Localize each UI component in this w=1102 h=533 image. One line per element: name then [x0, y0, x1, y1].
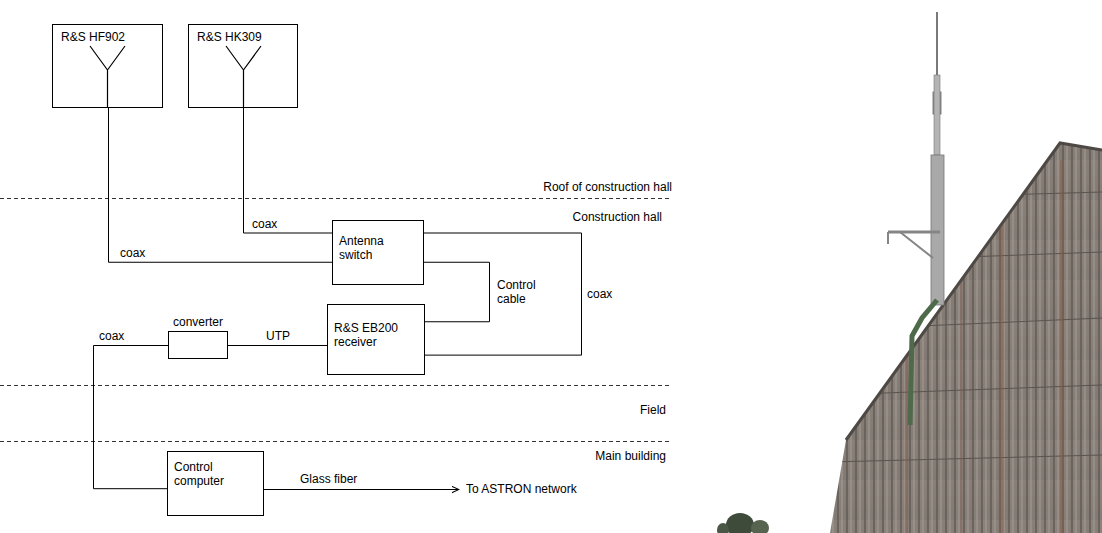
building-wall: [830, 143, 1102, 533]
computer-box: Control computer: [167, 451, 264, 516]
cable-line: [244, 108, 333, 233]
zone-label: Field: [640, 403, 666, 417]
converter-box: converter: [168, 331, 228, 359]
box-label: R&S EB200 receiver: [334, 321, 406, 350]
cable-label: Glass fiber: [300, 472, 357, 486]
rust-streak: [1000, 200, 1004, 533]
cable-line: [94, 346, 169, 489]
mast-crossarm: [888, 231, 940, 234]
cable-line: [228, 345, 327, 346]
mast-crossarm: [887, 232, 889, 244]
mast-lower: [931, 155, 944, 305]
box-label: Antenna switch: [339, 234, 411, 263]
antenna-symbol: [226, 46, 261, 108]
zone-label: Construction hall: [573, 210, 662, 224]
rust-streak: [1060, 160, 1063, 533]
cable-label: coax: [98, 329, 125, 343]
antenna-box: R&S HK309: [188, 24, 298, 108]
antenna-box: R&S HF902: [52, 24, 163, 108]
cable-line: [424, 233, 582, 355]
mast-brace: [900, 232, 933, 258]
box-label: R&S HK309: [197, 30, 289, 44]
antenna-symbol: [90, 46, 125, 108]
box-caption: converter: [173, 315, 223, 329]
cable-line: [424, 262, 490, 322]
zone-label: Main building: [595, 449, 666, 463]
cable-label: Control cable: [496, 278, 546, 307]
cable-line: [109, 108, 333, 262]
wall-seams: [830, 160, 1102, 533]
cable-label: UTP: [265, 329, 291, 343]
cable-label: coax: [119, 246, 146, 260]
destination-label: To ASTRON network: [466, 482, 577, 496]
roof-edge: [846, 143, 1102, 440]
zone-boundary: [0, 441, 672, 442]
fiber-arrow: [264, 489, 459, 490]
box-label: R&S HF902: [61, 30, 154, 44]
tree: [726, 513, 754, 533]
zone-label: Roof of construction hall: [543, 180, 672, 194]
receiver-box: R&S EB200 receiver: [327, 304, 425, 375]
mast-upper: [934, 75, 940, 155]
rust-streak: [960, 260, 962, 533]
cable-label: coax: [251, 217, 278, 231]
switch-box: Antenna switch: [332, 220, 424, 285]
rust-streak: [905, 300, 908, 533]
zone-boundary: [0, 198, 672, 199]
cable-label: coax: [586, 287, 613, 301]
tree: [717, 523, 729, 533]
cable-pipe: [910, 300, 937, 425]
box-label: Control computer: [174, 460, 244, 489]
tree: [751, 520, 769, 533]
antenna-whip: [936, 12, 938, 75]
zone-boundary: [0, 385, 672, 386]
